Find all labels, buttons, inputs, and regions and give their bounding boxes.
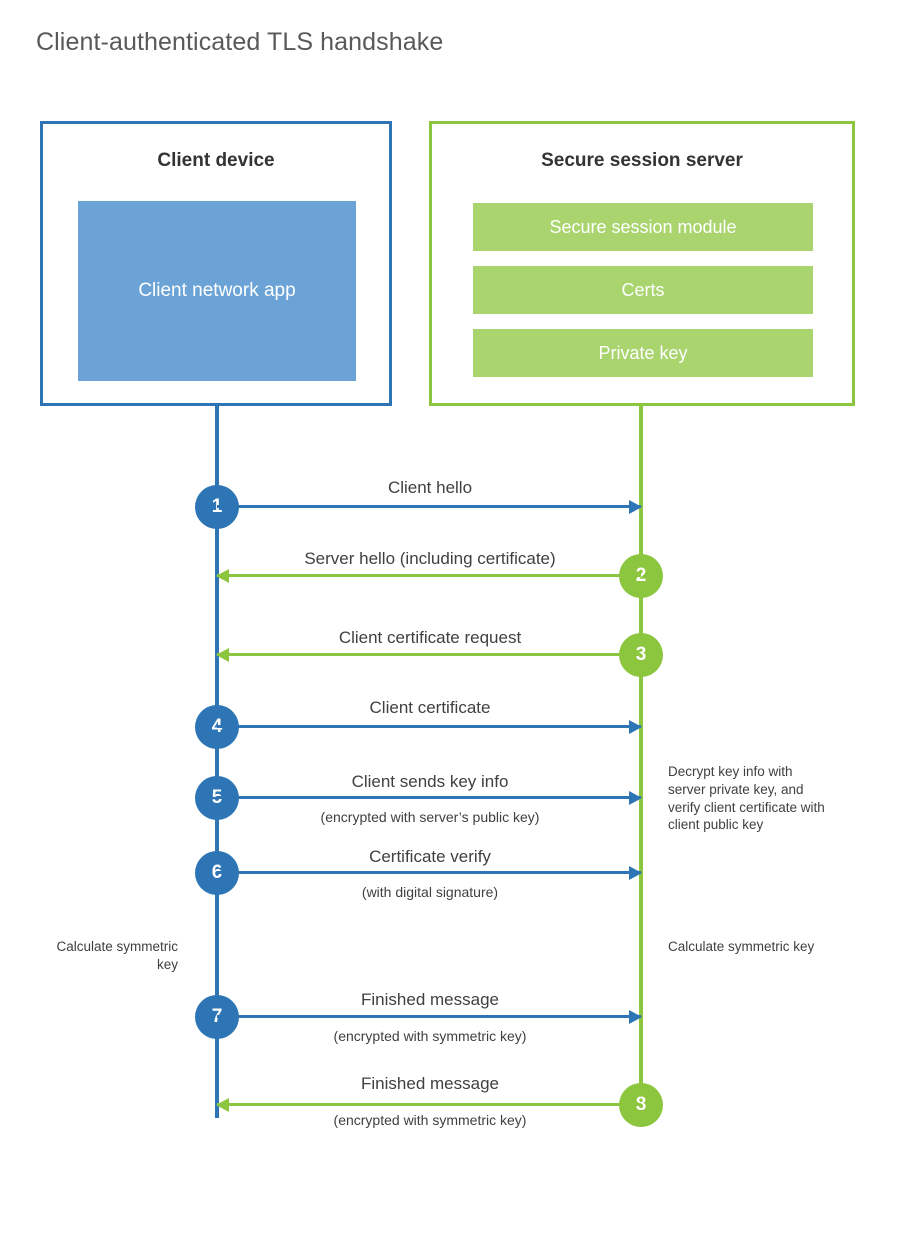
sublabel-step-6: (with digital signature) xyxy=(361,884,499,900)
arrowhead-right-icon xyxy=(629,719,642,734)
arrowhead-right-icon xyxy=(629,790,642,805)
arrow-step-5 xyxy=(217,790,642,805)
note-client-calculate-symmetric-key: Calculate symmetric key xyxy=(56,939,178,972)
arrowhead-right-icon xyxy=(629,1009,642,1024)
server-module-secure-session-module: Secure session module xyxy=(473,203,813,251)
secure-session-server-title: Secure session server xyxy=(541,150,743,171)
arrowhead-left-icon xyxy=(216,647,229,662)
label-step-6: Certificate verify xyxy=(369,847,491,866)
arrow-step-6 xyxy=(217,865,642,880)
secure-session-server-box: Secure session server Secure session mod… xyxy=(429,121,855,406)
label-step-7: Finished message xyxy=(361,990,499,1009)
note-server-decrypt: Decrypt key info with server private key… xyxy=(668,764,825,833)
server-lifeline xyxy=(639,406,643,1105)
label-step-1: Client hello xyxy=(387,478,473,497)
sublabel-step-7: (encrypted with symmetric key) xyxy=(333,1028,527,1044)
client-device-title: Client device xyxy=(157,150,275,171)
note-server-calculate-symmetric-key: Calculate symmetric key xyxy=(668,939,815,954)
arrow-step-8 xyxy=(216,1097,641,1112)
sublabel-step-5: (encrypted with server’s public key) xyxy=(320,809,540,825)
arrowhead-left-icon xyxy=(216,1097,229,1112)
arrow-step-4 xyxy=(217,719,642,734)
server-module-private-key: Private key xyxy=(473,329,813,377)
arrow-step-1 xyxy=(217,499,642,514)
client-device-box: Client device Client network app xyxy=(40,121,392,406)
arrowhead-left-icon xyxy=(216,568,229,583)
sublabel-step-8: (encrypted with symmetric key) xyxy=(333,1112,527,1128)
label-step-4: Client certificate xyxy=(369,698,491,717)
arrowhead-right-icon xyxy=(629,499,642,514)
client-network-app: Client network app xyxy=(78,201,356,381)
server-module-certs: Certs xyxy=(473,266,813,314)
label-step-3: Client certificate request xyxy=(338,628,522,647)
arrow-step-7 xyxy=(217,1009,642,1024)
arrow-step-2 xyxy=(216,568,641,583)
arrowhead-right-icon xyxy=(629,865,642,880)
page-title: Client-authenticated TLS handshake xyxy=(36,28,444,56)
label-step-2: Server hello (including certificate) xyxy=(304,549,556,568)
arrow-step-3 xyxy=(216,647,641,662)
client-lifeline xyxy=(215,406,219,1118)
label-step-5: Client sends key info xyxy=(351,772,509,791)
label-step-8: Finished message xyxy=(361,1074,499,1093)
